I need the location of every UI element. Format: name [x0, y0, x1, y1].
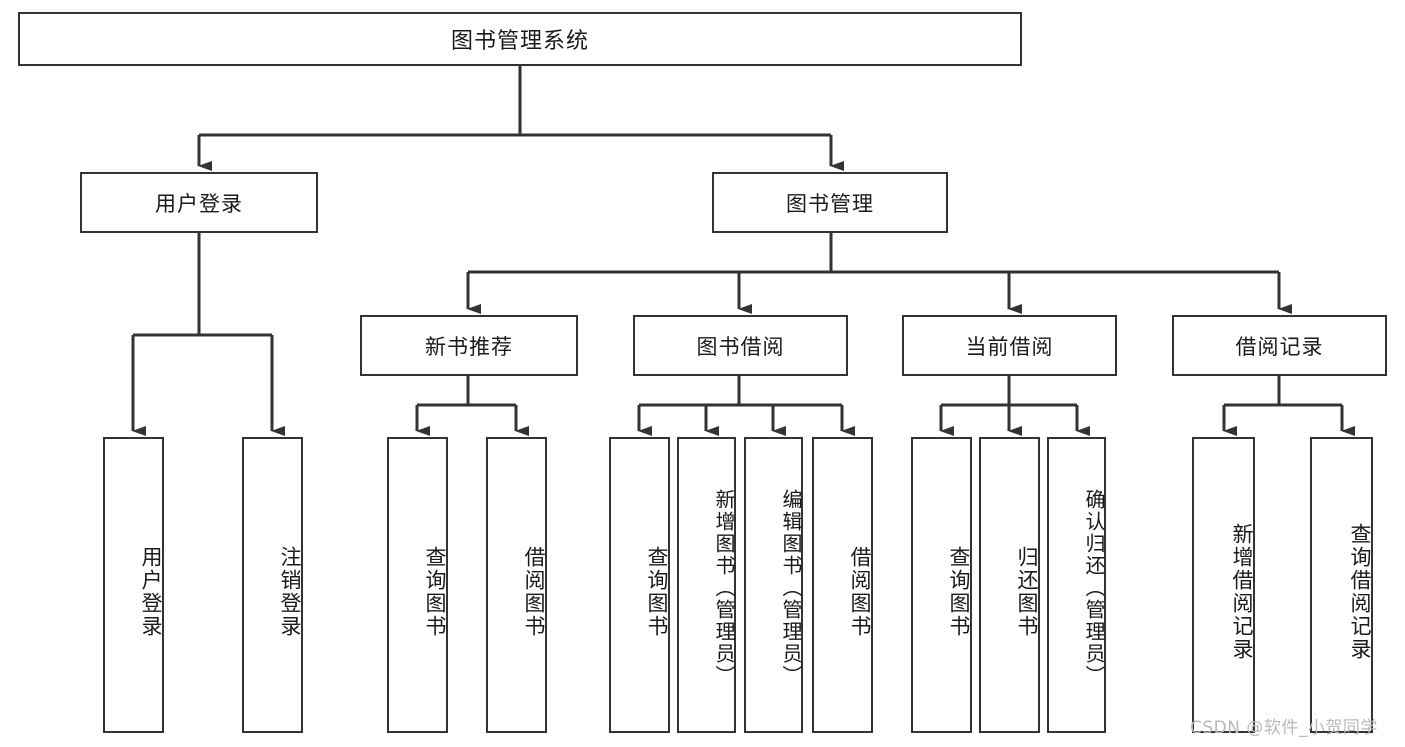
leaf-borrow-query-book[interactable]: 查询图书 — [609, 437, 670, 733]
leaf-record-query-borrow-record[interactable]: 查询借阅记录 — [1310, 437, 1373, 733]
leaf-current-confirm-return-admin[interactable]: 确认归还（管理员） — [1047, 437, 1106, 733]
leaf-borrow-edit-book-admin[interactable]: 编辑图书（管理员） — [744, 437, 803, 733]
leaf-recommend-query-book[interactable]: 查询图书 — [387, 437, 448, 733]
node-borrow-record[interactable]: 借阅记录 — [1172, 315, 1387, 376]
csdn-watermark: CSDN @软件_小贺同学 — [1190, 718, 1378, 738]
node-book-management[interactable]: 图书管理 — [712, 172, 948, 233]
leaf-recommend-borrow-book[interactable]: 借阅图书 — [486, 437, 547, 733]
leaf-borrow-borrow-book[interactable]: 借阅图书 — [812, 437, 873, 733]
node-new-book-recommend[interactable]: 新书推荐 — [360, 315, 578, 376]
leaf-user-login-logout[interactable]: 注销登录 — [242, 437, 303, 733]
leaf-record-add-borrow-record[interactable]: 新增借阅记录 — [1192, 437, 1255, 733]
node-current-borrow[interactable]: 当前借阅 — [902, 315, 1117, 376]
leaf-current-return-book[interactable]: 归还图书 — [979, 437, 1040, 733]
node-user-login[interactable]: 用户登录 — [80, 172, 318, 233]
leaf-borrow-add-book-admin[interactable]: 新增图书（管理员） — [677, 437, 736, 733]
leaf-current-query-book[interactable]: 查询图书 — [911, 437, 972, 733]
node-book-borrow[interactable]: 图书借阅 — [633, 315, 848, 376]
node-root-book-management-system[interactable]: 图书管理系统 — [18, 12, 1022, 66]
leaf-user-login-do-login[interactable]: 用户登录 — [103, 437, 164, 733]
